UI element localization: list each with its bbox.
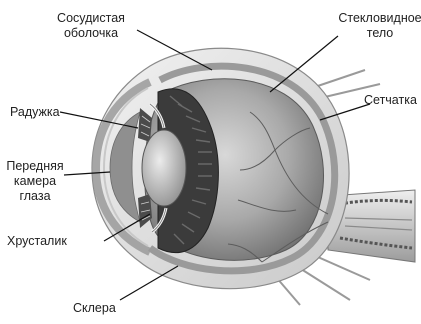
label-sclera: Склера xyxy=(73,301,116,315)
crystalline-lens xyxy=(142,130,186,206)
label-lens: Хрусталик xyxy=(7,234,67,248)
label-iris: Радужка xyxy=(10,105,60,119)
label-retina: Сетчатка xyxy=(364,93,417,107)
